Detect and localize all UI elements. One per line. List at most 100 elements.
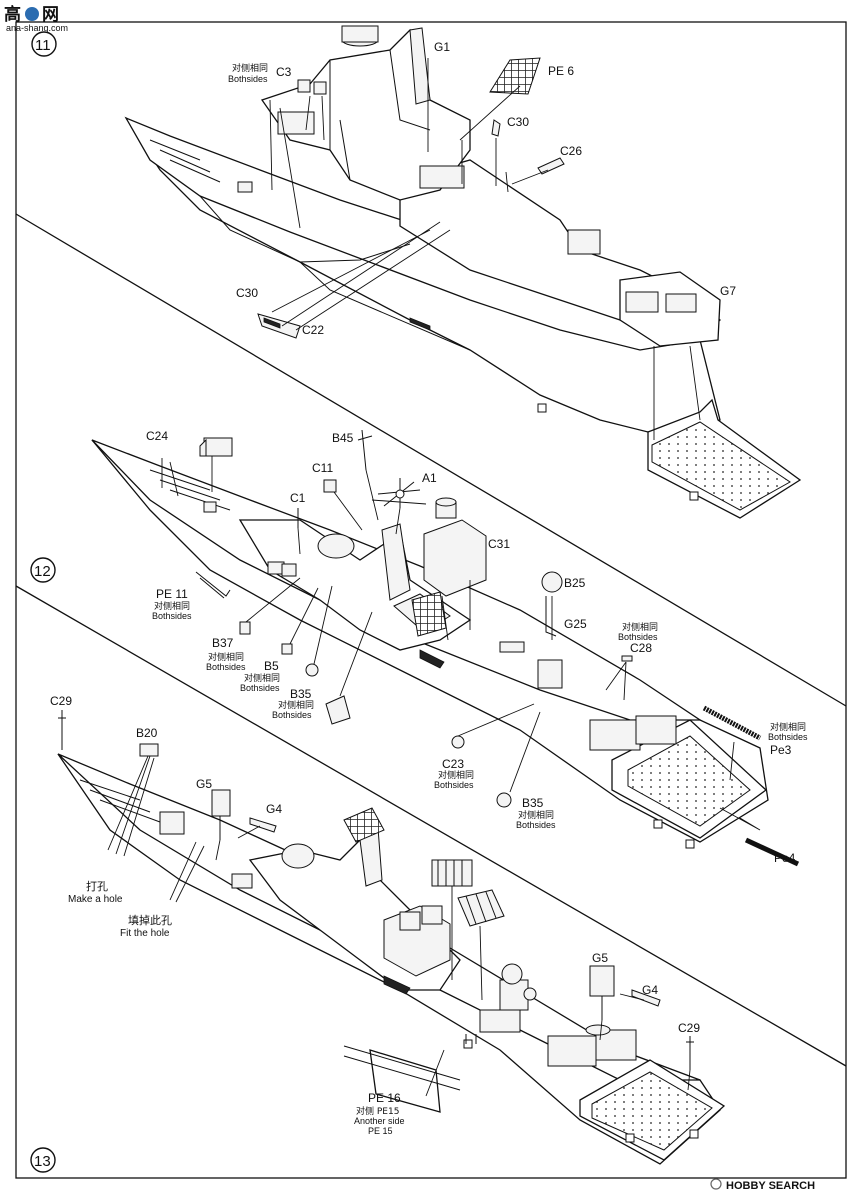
label-pe6: PE 6 xyxy=(548,64,574,78)
label-b35-front: B35 xyxy=(290,687,312,701)
label-b5-cn: 对侧相同 xyxy=(244,672,280,684)
part-b5 xyxy=(281,643,293,655)
label-pe11-en: Bothsides xyxy=(152,611,192,621)
label-pe3-cn: 对侧相同 xyxy=(770,721,806,733)
part-g5-front xyxy=(211,789,231,840)
label-g4-front: G4 xyxy=(266,802,282,816)
label-c24: C24 xyxy=(146,429,168,443)
label-c30-upper: C30 xyxy=(507,115,529,129)
part-b35-front xyxy=(305,663,351,725)
label-b37: B37 xyxy=(212,636,234,650)
step-11-leader-lines xyxy=(269,58,701,440)
label-c23-en: Bothsides xyxy=(434,780,474,790)
part-c24 xyxy=(199,437,233,457)
part-c30-upper xyxy=(491,119,501,137)
label-c3: C3 xyxy=(276,65,292,79)
label-c23-cn: 对侧相同 xyxy=(438,769,474,781)
label-b35-rear: B35 xyxy=(522,796,544,810)
label-g7: G7 xyxy=(720,284,736,298)
label-b35-front-en: Bothsides xyxy=(272,710,312,720)
part-c22 xyxy=(257,313,301,339)
svg-text:HOBBY SEARCH: HOBBY SEARCH xyxy=(726,1180,815,1192)
label-b35-rear-en: Bothsides xyxy=(516,820,556,830)
part-b25 xyxy=(541,571,563,637)
label-g1: G1 xyxy=(434,40,450,54)
step-number-13: 13 xyxy=(30,1147,56,1173)
part-g5-rear xyxy=(589,965,615,1020)
label-c28: C28 xyxy=(630,641,652,655)
step-12-leader-lines xyxy=(161,456,761,831)
part-pe16 xyxy=(343,1045,461,1113)
part-b35-rear xyxy=(496,792,512,808)
label-fit-hole-en: Fit the hole xyxy=(120,928,170,939)
step-11-hull xyxy=(124,25,802,519)
label-g5-front: G5 xyxy=(196,777,212,791)
part-pe4 xyxy=(744,837,800,867)
part-c28 xyxy=(621,655,633,662)
label-c3-cn: 对侧相同 xyxy=(232,62,268,74)
label-c30-lower: C30 xyxy=(236,286,258,300)
label-pe15-en: Another side xyxy=(354,1116,405,1126)
label-b25: B25 xyxy=(564,576,586,590)
svg-text:11: 11 xyxy=(35,37,51,54)
label-g4-rear: G4 xyxy=(642,983,658,997)
label-b35-front-cn: 对侧相同 xyxy=(278,699,314,711)
label-c23: C23 xyxy=(442,757,464,771)
step-divider-1 xyxy=(15,213,847,707)
label-b20: B20 xyxy=(136,726,158,740)
hobbysearch-watermark: HOBBY SEARCH xyxy=(710,1178,815,1192)
label-c31: C31 xyxy=(488,537,510,551)
label-pe3-en: Bothsides xyxy=(768,732,808,742)
step-12-hull xyxy=(91,439,769,849)
svg-text:网: 网 xyxy=(42,5,59,24)
label-pe15-cn: 对侧 PE15 xyxy=(356,1105,399,1117)
label-b5-en: Bothsides xyxy=(240,683,280,693)
part-c29-rear xyxy=(686,1036,694,1070)
step-number-12: 12 xyxy=(30,557,56,583)
label-c1: C1 xyxy=(290,491,306,505)
label-c26: C26 xyxy=(560,144,582,158)
part-b45 xyxy=(357,429,373,471)
publisher-logo: 高 网 ana-shang.com xyxy=(4,4,68,33)
label-c29-front: C29 xyxy=(50,694,72,708)
part-c3 xyxy=(297,79,327,95)
label-pe11: PE 11 xyxy=(156,587,188,601)
part-g4-rear xyxy=(631,989,661,1007)
label-g5-rear: G5 xyxy=(592,951,608,965)
step-13-leader-lines xyxy=(107,755,691,1097)
label-c22: C22 xyxy=(302,323,324,337)
part-c11 xyxy=(323,479,337,493)
label-make-hole-cn: 打孔 xyxy=(86,879,108,893)
part-b37 xyxy=(239,621,251,635)
label-b37-cn: 对侧相同 xyxy=(208,651,244,663)
part-g4-front xyxy=(249,817,277,833)
label-a1: A1 xyxy=(422,471,437,485)
label-make-hole-en: Make a hole xyxy=(68,894,123,905)
label-c3-en: Bothsides xyxy=(228,74,268,84)
label-pe4: Pe4 xyxy=(774,851,796,865)
part-c23 xyxy=(451,735,465,749)
label-c28-en: Bothsides xyxy=(618,632,658,642)
label-c29-rear: C29 xyxy=(678,1021,700,1035)
label-b35-rear-cn: 对侧相同 xyxy=(518,809,554,821)
part-pe11 xyxy=(195,571,231,599)
logo-domain: ana-shang.com xyxy=(6,23,68,33)
part-c29-front xyxy=(58,710,66,750)
part-a1 xyxy=(371,478,427,508)
label-b45: B45 xyxy=(332,431,354,445)
part-launcher-rack-2 xyxy=(457,889,505,927)
label-c28-cn: 对侧相同 xyxy=(622,621,658,633)
part-pe6 xyxy=(489,57,541,95)
part-pe3 xyxy=(702,705,762,741)
label-fit-hole-cn: 填掉此孔 xyxy=(128,913,172,927)
step-number-11: 11 xyxy=(31,31,57,57)
svg-text:高: 高 xyxy=(4,4,21,24)
label-g25: G25 xyxy=(564,617,587,631)
step-divider-2 xyxy=(15,585,847,1067)
step-13-hull xyxy=(57,753,726,1165)
page-frame xyxy=(15,21,847,1179)
svg-text:12: 12 xyxy=(34,563,51,580)
label-b37-en: Bothsides xyxy=(206,662,246,672)
